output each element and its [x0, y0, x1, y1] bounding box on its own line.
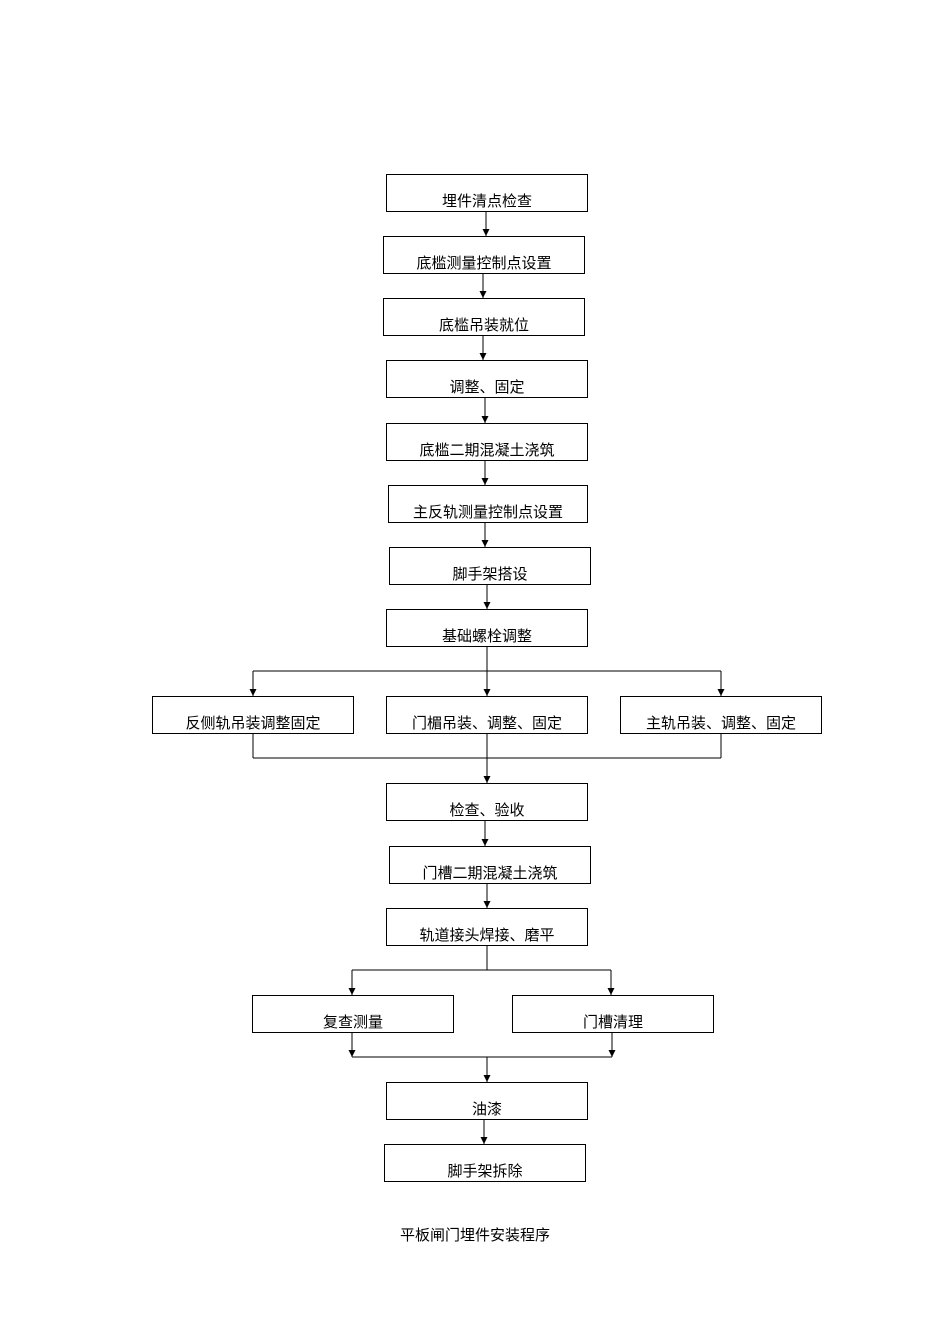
step-box-sill-concrete: 底槛二期混凝土浇筑: [386, 423, 588, 461]
step-box-inspect-accept: 检查、验收: [386, 783, 588, 821]
step-box-paint: 油漆: [386, 1082, 588, 1120]
step-box-check-parts: 埋件清点检查: [386, 174, 588, 212]
step-box-rail-survey: 主反轨测量控制点设置: [388, 485, 588, 523]
step-box-rail-weld: 轨道接头焊接、磨平: [386, 908, 588, 946]
step-box-recheck-survey: 复查测量: [252, 995, 454, 1033]
step-box-sill-hoist: 底槛吊装就位: [383, 298, 585, 336]
step-box-bolt-adjust: 基础螺栓调整: [386, 609, 588, 647]
step-box-sill-survey: 底槛测量控制点设置: [383, 236, 585, 274]
step-box-main-rail: 主轨吊装、调整、固定: [620, 696, 822, 734]
step-box-reverse-rail: 反侧轨吊装调整固定: [152, 696, 354, 734]
step-box-slot-clean: 门槽清理: [512, 995, 714, 1033]
step-box-slot-concrete: 门槽二期混凝土浇筑: [389, 846, 591, 884]
step-box-lintel: 门楣吊装、调整、固定: [386, 696, 588, 734]
step-box-adjust-fix: 调整、固定: [386, 360, 588, 398]
step-box-scaffold-erect: 脚手架搭设: [389, 547, 591, 585]
step-box-scaffold-remove: 脚手架拆除: [384, 1144, 586, 1182]
diagram-caption: 平板闸门埋件安装程序: [399, 1226, 550, 1244]
